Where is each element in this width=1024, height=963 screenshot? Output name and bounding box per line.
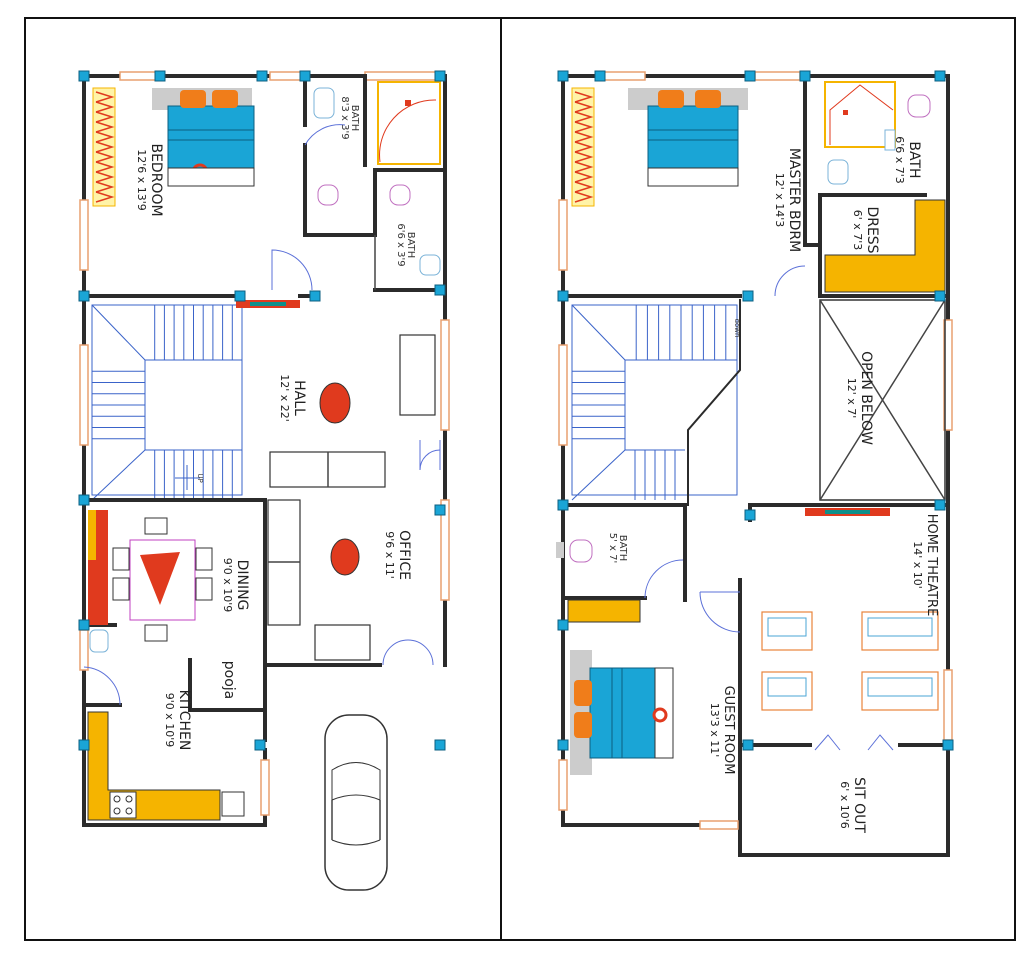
master-bed (628, 88, 748, 187)
pooja-label: pooja (221, 661, 237, 700)
kitchen-label: KITCHEN (176, 690, 192, 751)
ground-floor-plan: BEDROOM 12'6 x 13'9 BATH 8'3 x 3'9 BATH … (78, 70, 450, 891)
guest-room-dim: 13'3 x 11' (708, 703, 721, 758)
open-below-void (819, 299, 946, 501)
sit-out-label: SIT OUT (851, 777, 867, 833)
master-dim: 12' x 14'3 (773, 173, 786, 228)
bedroom-dim: 12'6 x 13'9 (135, 149, 148, 211)
ff-bath-small-label: BATH (617, 535, 628, 562)
ff-bath-label: BATH (906, 141, 922, 178)
kitchen-dim: 9'0 x 10'9 (163, 693, 176, 748)
ff-stair-label: down (733, 319, 741, 338)
ground-bed (152, 88, 255, 187)
dining-set (112, 517, 213, 642)
guest-room-label: GUEST ROOM (721, 686, 736, 775)
bath1-dim: 8'3 x 3'9 (339, 96, 350, 139)
first-stair (571, 299, 741, 506)
home-theatre-dim: 14' x 10' (911, 541, 924, 589)
ff-bath-small-dim: 5' x 7' (607, 533, 618, 564)
bath1-label: BATH (349, 105, 360, 132)
dining-label: DINING (234, 560, 250, 611)
gf-stair-label: UP (196, 473, 204, 482)
hall-sofa (399, 334, 436, 416)
open-below-label: OPEN BELOW (858, 351, 874, 445)
ground-stair (91, 304, 243, 501)
dress-label: DRESS (864, 206, 880, 253)
bath2-label: BATH (405, 232, 416, 259)
first-floor-plan: MASTER BDRM 12' x 14'3 BATH 6'6 x 7'3 DR… (556, 70, 954, 857)
first-floor-frame (500, 17, 1016, 941)
home-theatre-label: HOME THEATRE (924, 514, 939, 617)
hall-label: HALL (291, 380, 307, 416)
sit-out-dim: 6' x 10'6 (838, 781, 851, 829)
dress-dim: 6' x 7'3 (851, 210, 864, 251)
master-label: MASTER BDRM (786, 148, 802, 252)
office-label: OFFICE (396, 530, 412, 580)
bath2-dim: 6'6 x 3'9 (395, 223, 406, 266)
car (324, 714, 388, 891)
hall-dim: 12' x 22' (278, 374, 291, 422)
office-dim: 9'6 x 11' (383, 531, 396, 579)
dining-dim: 9'0 x 10'9 (221, 558, 234, 613)
guest-bed (570, 650, 674, 775)
ff-bath-dim: 6'6 x 7'3 (893, 136, 906, 184)
open-below-dim: 12' x 7' (845, 378, 858, 419)
bedroom-label: BEDROOM (148, 143, 164, 216)
